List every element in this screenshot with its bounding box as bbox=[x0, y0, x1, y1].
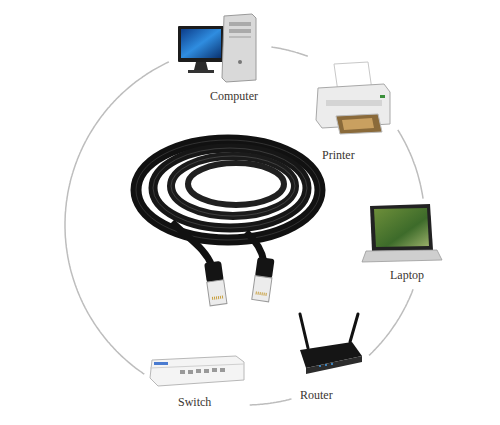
device-label: Laptop bbox=[390, 268, 424, 282]
computer-icon bbox=[178, 14, 256, 82]
network-link bbox=[271, 47, 307, 56]
laptop-icon bbox=[362, 204, 442, 262]
network-link bbox=[398, 130, 423, 199]
device-node: Printer bbox=[312, 58, 394, 165]
printer-icon bbox=[316, 62, 390, 134]
device-label: Printer bbox=[322, 148, 355, 162]
router-icon bbox=[300, 314, 362, 374]
device-label: Switch bbox=[178, 395, 211, 409]
switch-icon bbox=[150, 356, 244, 386]
cable-illustration bbox=[136, 140, 320, 306]
device-node: Router bbox=[296, 310, 366, 405]
network-link bbox=[250, 399, 292, 405]
device-node: Laptop bbox=[358, 203, 444, 285]
device-node: Switch bbox=[148, 352, 246, 412]
device-node: Computer bbox=[172, 12, 268, 106]
device-label: Computer bbox=[210, 89, 258, 103]
network-link bbox=[369, 289, 413, 355]
network-link bbox=[65, 62, 169, 374]
device-label: Router bbox=[300, 388, 333, 402]
